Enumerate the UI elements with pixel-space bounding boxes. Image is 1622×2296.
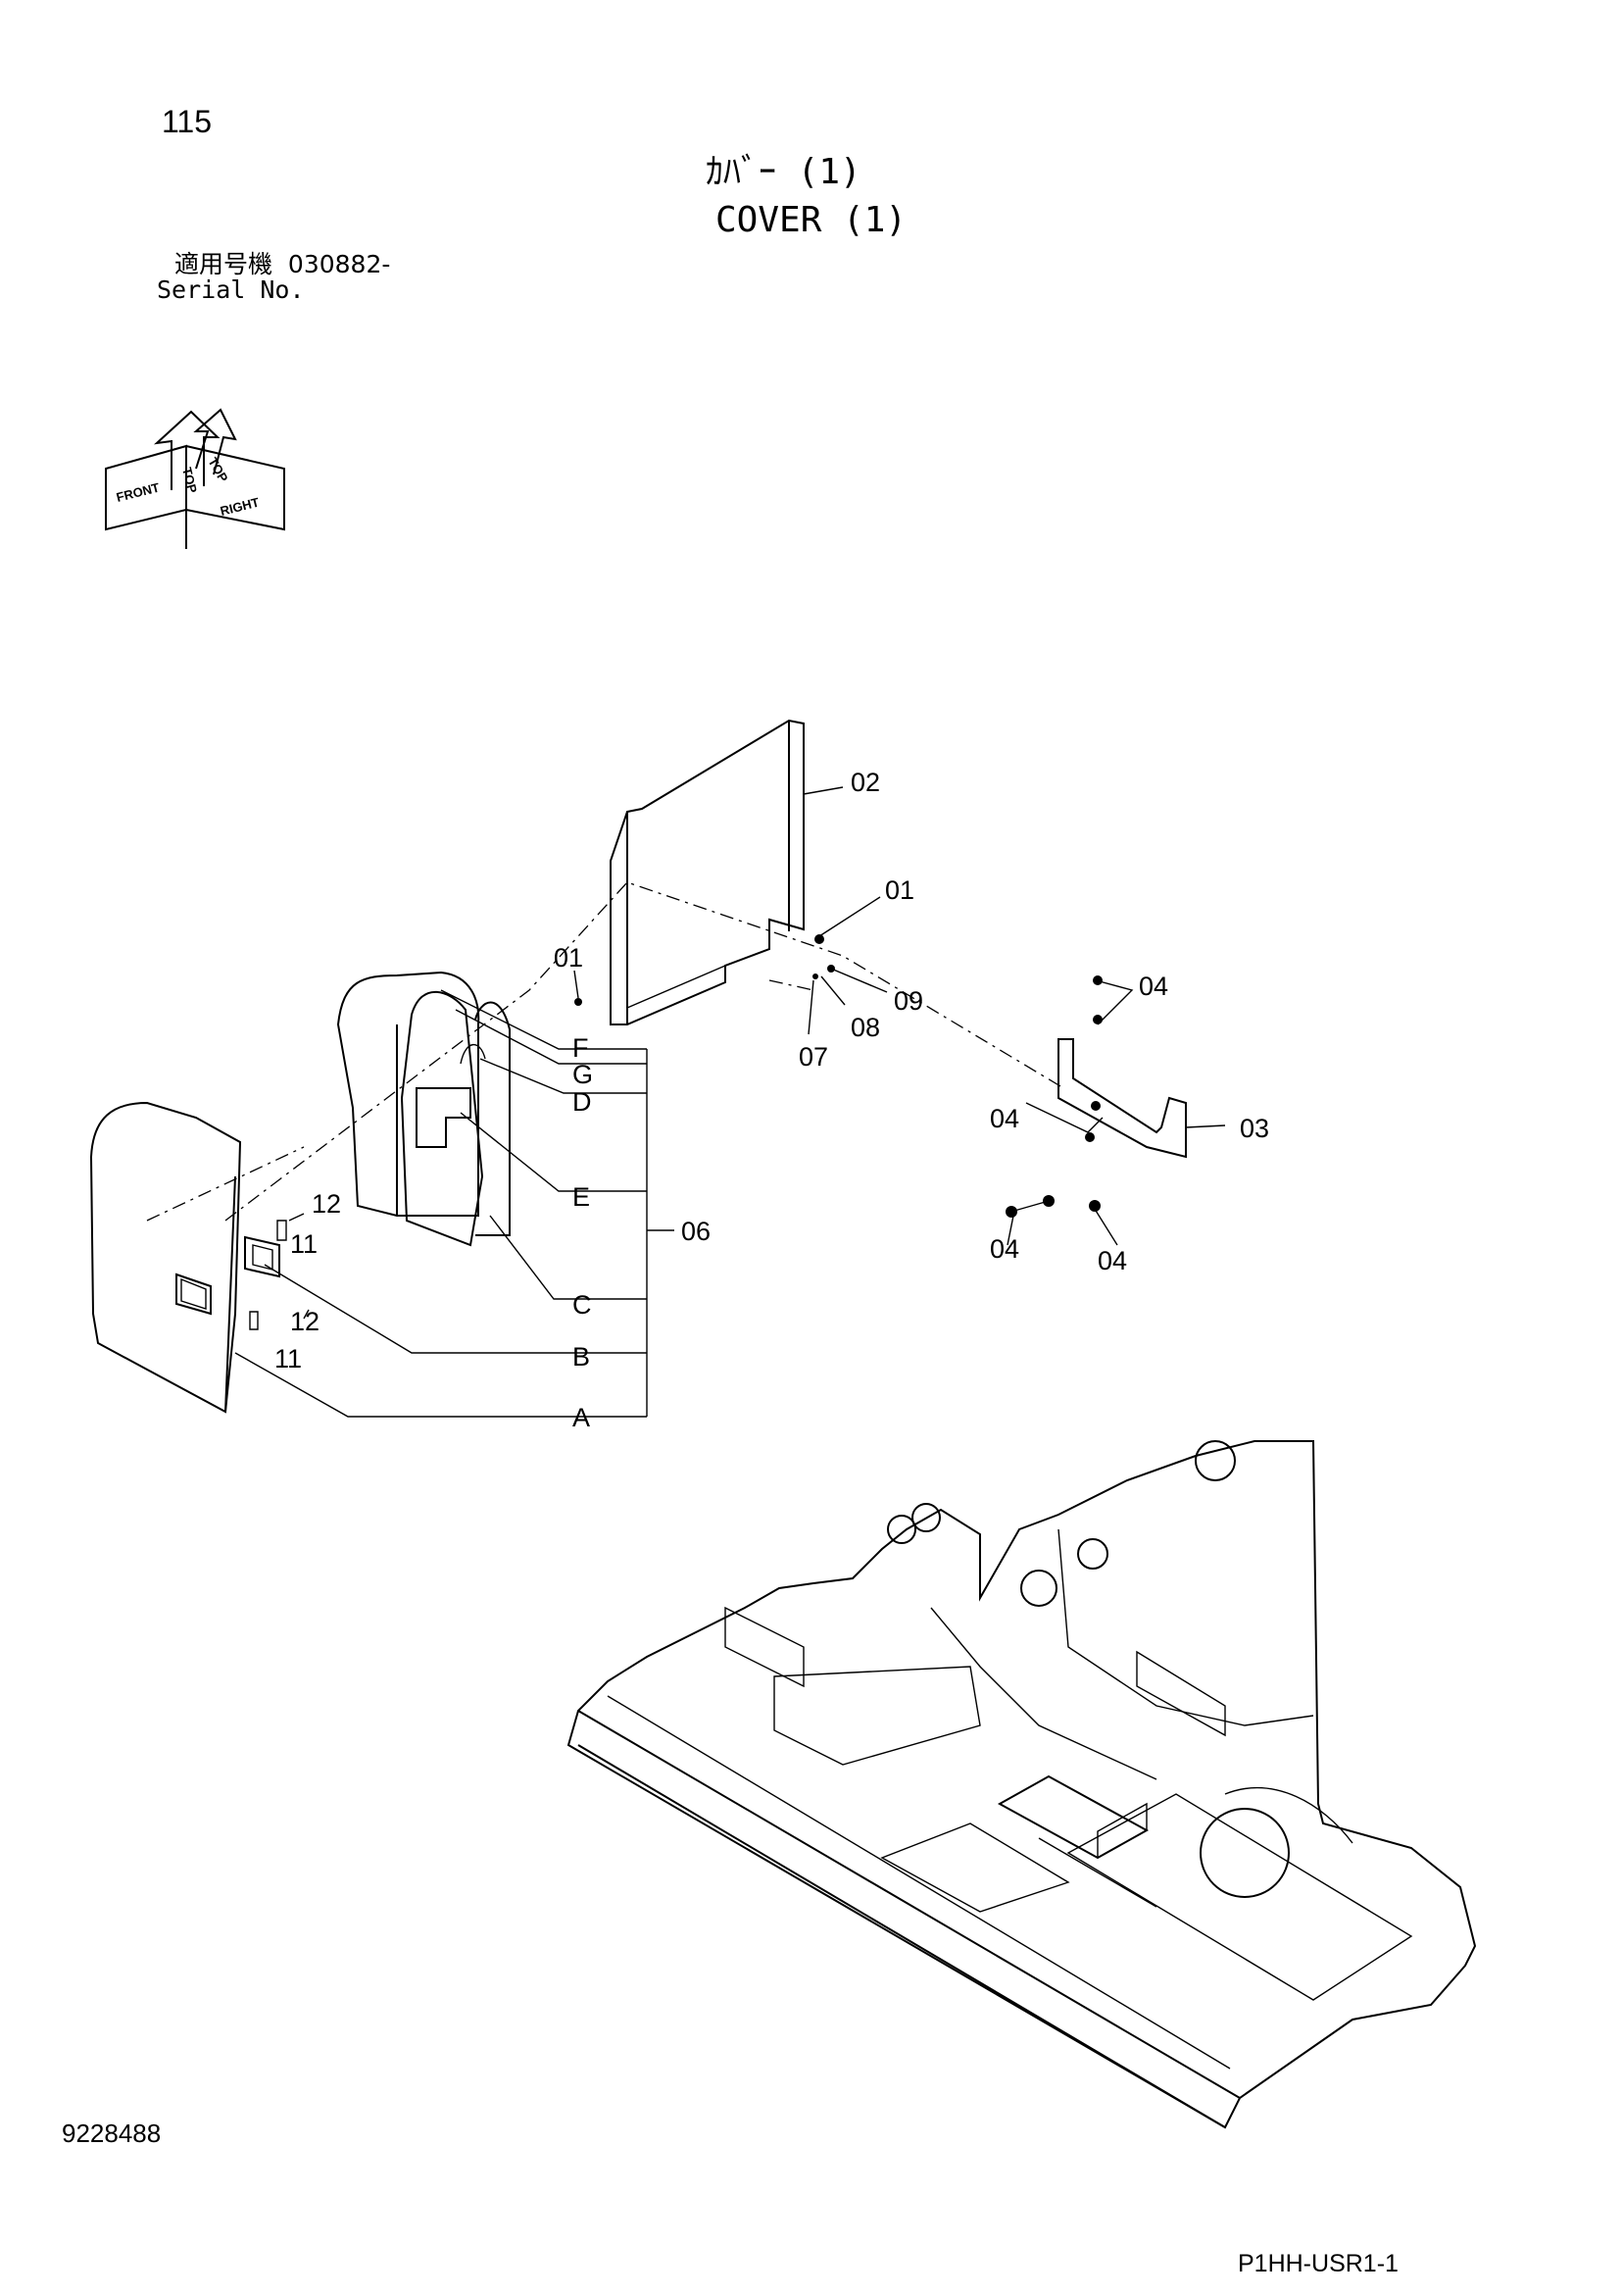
callout-B: B [572,1342,590,1372]
page-number: 115 [162,104,213,139]
door-panel-a [89,1101,280,1414]
callout-02: 02 [851,768,880,797]
callout-01-left: 01 [554,943,583,973]
fasteners [249,934,1103,1330]
callout-07: 07 [799,1042,828,1072]
callout-01-upper: 01 [885,875,914,905]
callout-03: 03 [1240,1114,1269,1143]
callout-08: 08 [851,1013,880,1042]
title-japanese: ｶﾊﾞｰ (1) [706,152,861,192]
callout-06: 06 [681,1217,711,1246]
document-code: P1HH-USR1-1 [1238,2250,1399,2277]
serial-label-jp: 適用号機 [174,250,273,278]
callout-A: A [572,1403,590,1432]
orient-right: RIGHT [219,495,261,519]
callout-C: C [572,1290,592,1320]
cover-panel-02 [610,719,805,1025]
callout-04-top: 04 [1139,972,1168,1001]
callout-11-upper: 11 [290,1229,318,1259]
serial-label-en: Serial No. [157,275,305,304]
callout-09: 09 [894,986,923,1016]
callout-11-lower: 11 [274,1344,302,1373]
orient-top-1: TOP [179,466,200,495]
title-english: COVER (1) [715,200,908,240]
callout-F: F [572,1033,589,1063]
document-number: 9228488 [62,2119,162,2148]
serial-line: 適用号機 030882- [174,252,390,276]
callout-D: D [572,1087,592,1117]
orient-top-2: TOP [205,455,230,485]
callout-12-upper: 12 [312,1189,341,1219]
callout-04-lower-right: 04 [1098,1246,1127,1275]
orient-front: FRONT [115,480,161,505]
callout-12-lower: 12 [290,1307,319,1336]
callout-04-mid: 04 [990,1104,1019,1133]
callout-G: G [572,1060,593,1089]
orientation-indicator: FRONT RIGHT TOP TOP [105,408,285,549]
callout-E: E [572,1182,590,1212]
serial-number: 030882- [287,250,391,278]
upper-frame [566,1440,1477,2129]
bracket-03 [1057,1038,1187,1159]
callout-04-lower-left: 04 [990,1234,1019,1264]
cover-assembly-06 [336,971,511,1247]
